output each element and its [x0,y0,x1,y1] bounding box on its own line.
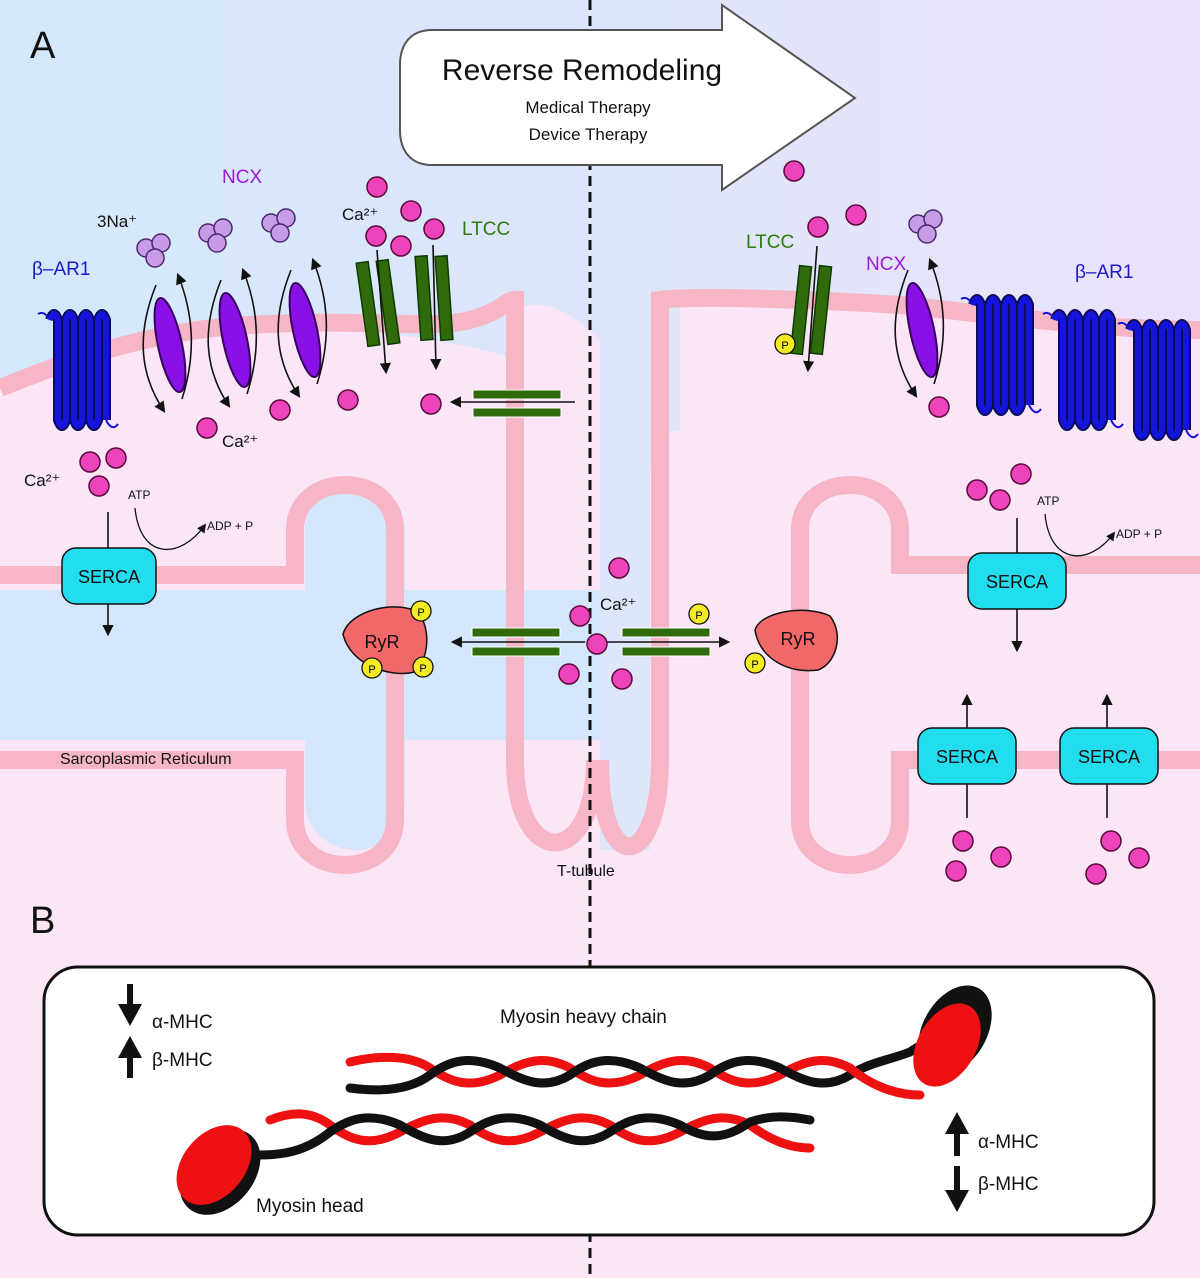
myosin-heavy-chain-label: Myosin heavy chain [500,1007,667,1028]
serca-label-left: SERCA [78,567,140,587]
svg-text:SERCA: SERCA [1078,747,1140,767]
ryr-label-left: RyR [365,632,400,652]
phospho-site-ltcc [688,603,710,625]
sr-membrane-left [0,476,404,874]
ncx-label-right: NCX [866,254,906,275]
panel-a-letter: A [30,25,56,67]
reverse-remodeling-arrow: Reverse Remodeling Medical Therapy Devic… [399,3,857,192]
myosin-head-label: Myosin head [256,1196,364,1217]
ltcc-label-right: LTCC [746,232,794,253]
sodium-label: 3Na⁺ [97,212,137,231]
arrow-title: Reverse Remodeling [442,54,722,87]
svg-text:P: P [368,664,375,676]
right-alpha-mhc-label: α-MHC [978,1132,1039,1153]
arrow-line-1: Medical Therapy [525,98,651,117]
svg-text:SERCA: SERCA [936,747,998,767]
ltcc-horizontal [449,389,575,418]
myosin-filament-lower [255,1109,815,1160]
left-beta-mhc-label: β-MHC [152,1050,213,1071]
left-alpha-mhc-label: α-MHC [152,1012,213,1033]
calcium-label-serca: Ca²⁺ [24,471,60,490]
ncx-label-left: NCX [222,167,262,188]
panel-b-letter: B [30,900,55,942]
serca-pump-right-top: SERCA [967,552,1067,610]
ltcc-center-right: P [600,603,731,657]
beta-ar1-label-left: β–AR1 [32,259,90,280]
svg-text:RyR: RyR [781,629,816,649]
sr-label: Sarcoplasmic Reticulum [60,751,232,768]
phospho-site-3: P [412,656,434,678]
ltcc-channel-right: P [774,245,833,373]
svg-text:P: P [419,663,426,675]
myosin-panel-box [42,965,1156,1237]
right-beta-mhc-label: β-MHC [978,1174,1039,1195]
adp-label-right: ADP + P [1116,527,1162,541]
membranes [0,288,1200,874]
svg-text:P: P [751,659,758,671]
beta-mhc-up-arrow-icon [118,1036,142,1078]
serca-pump-right-bottom-2: SERCA [1059,693,1159,818]
phospho-site-ryr-right [744,652,766,674]
calcium-ions [79,160,1150,885]
calcium-label-center: Ca²⁺ [600,595,636,614]
atp-arrow-right [1044,513,1116,557]
svg-text:P: P [417,607,424,619]
sarcolemma-right [591,288,1200,856]
sr-lumen-left-loop [305,480,405,850]
legend-left: α-MHC β-MHC [118,984,213,1078]
alpha-mhc-down-arrow-icon [118,984,142,1026]
calcium-label-top: Ca²⁺ [342,205,378,224]
alpha-mhc-up-arrow-icon [945,1112,969,1156]
atp-arrow-left [134,507,207,550]
myosin-head-lower [176,1125,252,1205]
legend-right: α-MHC β-MHC [945,1112,1039,1212]
ltcc-label-left: LTCC [462,219,510,240]
sr-membrane-right [791,476,1200,874]
phospho-site-ltcc-right [774,333,796,355]
adp-label-left: ADP + P [207,519,253,533]
arrow-line-2: Device Therapy [529,125,648,144]
serca-pump-right-bottom-1: SERCA [917,693,1017,818]
svg-text:P: P [695,610,702,622]
svg-text:SERCA: SERCA [986,572,1048,592]
myosin-molecule [176,985,992,1215]
ltcc-channel-left-1 [355,249,401,375]
myosin-head-upper [913,1003,981,1087]
sr-lumen-left [0,590,600,740]
extracellular-space [0,0,1200,850]
myosin-filament-upper [345,1035,945,1100]
beta-mhc-down-arrow-icon [945,1166,969,1212]
t-tubule-label: T-tubule [557,863,615,880]
sarcolemma-left [0,290,604,852]
svg-text:P: P [781,340,788,352]
ryr-channel-right: RyR P [744,609,839,674]
ltcc-channel-left-2 [414,244,454,371]
calcium-label-ncx: Ca²⁺ [222,432,258,451]
ltcc-center-left [450,627,585,657]
phospho-site-2: P [361,657,383,679]
atp-label-right: ATP [1037,494,1059,508]
beta-ar1-label-right: β–AR1 [1075,262,1133,283]
ryr-channel-left: RyR P P P [342,600,434,679]
serca-pump-left: SERCA [61,547,157,605]
phospho-site-1: P [410,600,432,622]
atp-label-left: ATP [128,488,150,502]
